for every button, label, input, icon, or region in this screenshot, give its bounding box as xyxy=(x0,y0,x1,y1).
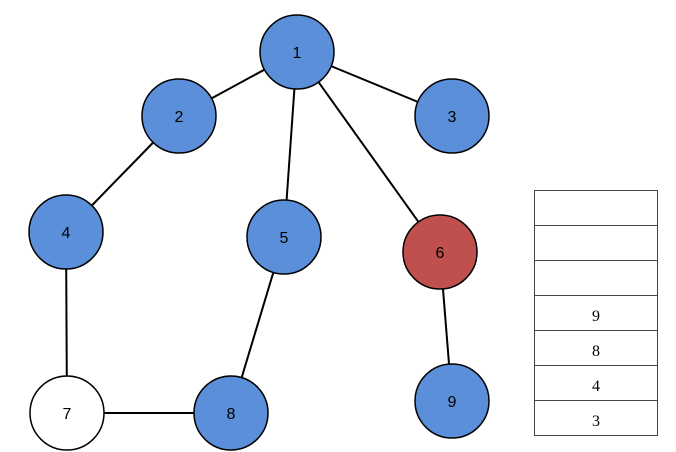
stack-cell xyxy=(535,261,657,296)
edge-1-3 xyxy=(330,65,419,103)
node-7: 7 xyxy=(29,375,105,451)
node-2: 2 xyxy=(141,78,217,154)
node-5: 5 xyxy=(246,199,322,275)
node-circle xyxy=(141,78,217,154)
stack-cell: 4 xyxy=(535,366,657,401)
stack-cell xyxy=(535,226,657,261)
nodes-layer: 1 2 3 4 5 6 7 8 9 xyxy=(28,14,490,451)
edge-4-7 xyxy=(65,268,68,377)
node-label: 4 xyxy=(62,225,71,242)
edges-layer xyxy=(65,65,451,414)
edge-1-6 xyxy=(317,81,420,223)
edge-5-8 xyxy=(240,272,275,378)
node-label: 6 xyxy=(436,245,445,262)
node-label: 9 xyxy=(448,394,457,411)
stack-cell: 3 xyxy=(535,401,657,436)
node-label: 3 xyxy=(448,109,457,126)
edge-6-9 xyxy=(441,288,451,365)
node-6: 6 xyxy=(402,214,478,290)
node-circle xyxy=(28,194,104,270)
stack-cell: 9 xyxy=(535,296,657,331)
node-8: 8 xyxy=(193,375,269,451)
node-4: 4 xyxy=(28,194,104,270)
edge-2-4 xyxy=(91,141,154,207)
stack-cell: 8 xyxy=(535,331,657,366)
node-label: 2 xyxy=(175,109,184,126)
node-3: 3 xyxy=(414,78,490,154)
node-circle xyxy=(414,363,490,439)
node-circle xyxy=(402,214,478,290)
node-circle xyxy=(193,375,269,451)
node-circle xyxy=(259,14,335,90)
stack-cell xyxy=(535,191,657,226)
node-label: 5 xyxy=(280,230,289,247)
node-label: 8 xyxy=(227,406,236,423)
node-1: 1 xyxy=(259,14,335,90)
edge-1-2 xyxy=(211,68,265,100)
stack-table: 9 8 4 3 xyxy=(534,190,658,436)
node-label: 7 xyxy=(63,406,72,423)
edge-1-5 xyxy=(285,88,296,201)
node-circle xyxy=(246,199,322,275)
node-circle xyxy=(414,78,490,154)
node-label: 1 xyxy=(293,45,302,62)
node-9: 9 xyxy=(414,363,490,439)
node-circle xyxy=(29,375,105,451)
